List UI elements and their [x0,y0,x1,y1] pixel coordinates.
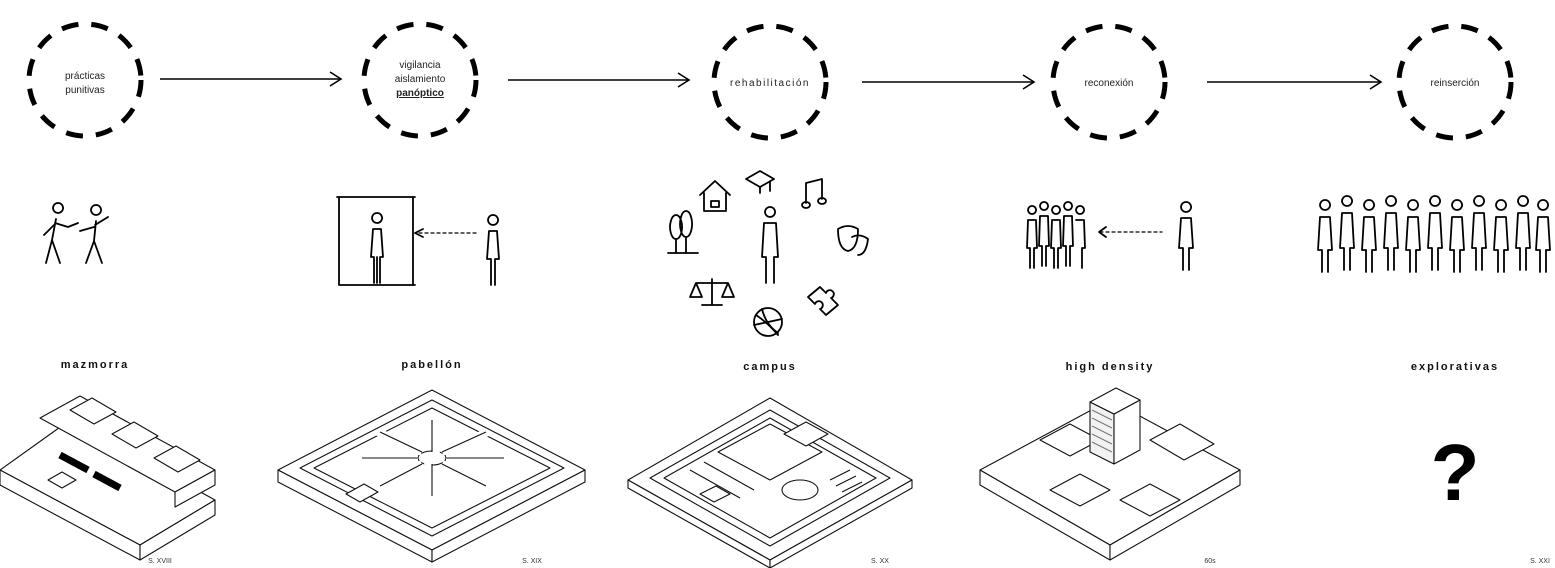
circle-2-line-3: panóptico [396,88,444,99]
stage-circle-1: prácticas punitivas [26,21,144,139]
stage-circle-5: reinserción [1396,23,1514,141]
mazmorra-axonometric [0,395,216,561]
stage-circle-3: rehabilitación [711,23,829,141]
circle-3-line-1: rehabilitación [730,78,810,89]
arrow-1-2 [160,71,343,87]
type-label-explorativas: explorativas [1411,361,1499,373]
arrow-4-5 [1207,74,1383,90]
circle-1-line-1: prácticas [65,71,105,82]
type-label-campus: campus [743,361,797,373]
circle-2-line-1: vigilancia [399,60,441,71]
footnote-mazmorra: S. XVIII [148,558,172,565]
type-label-high-density: high density [1066,361,1155,373]
crowd-and-person-icon [1026,201,1194,271]
arrow-3-4 [862,74,1036,90]
arrow-2-3 [508,72,691,88]
crowd-icon [1317,195,1551,273]
guard-watching-cell-icon [336,196,500,286]
circle-1-line-2: punitivas [65,85,104,96]
stage-circle-2: vigilancia aislamiento panóptico [361,21,479,139]
fighting-figures-icon [43,202,109,264]
circle-5-line-1: reinserción [1431,78,1480,89]
circle-2-line-2: aislamiento [395,74,446,85]
footnote-campus: S. XX [871,558,889,565]
high-density-axonometric [979,387,1241,561]
pabellon-axonometric [277,389,586,563]
campus-activities-icon [667,170,869,337]
footnote-pabellon: S. XIX [522,558,542,565]
unknown-question-mark: ? [1431,428,1480,517]
footnote-explorativas: S. XXI [1530,558,1550,565]
footnote-high-density: 60s [1204,558,1216,565]
type-label-pabellon: pabellón [401,359,462,371]
type-label-mazmorra: mazmorra [61,359,130,371]
campus-axonometric [627,397,913,568]
circle-4-line-1: reconexión [1085,78,1134,89]
stage-circle-4: reconexión [1050,23,1168,141]
